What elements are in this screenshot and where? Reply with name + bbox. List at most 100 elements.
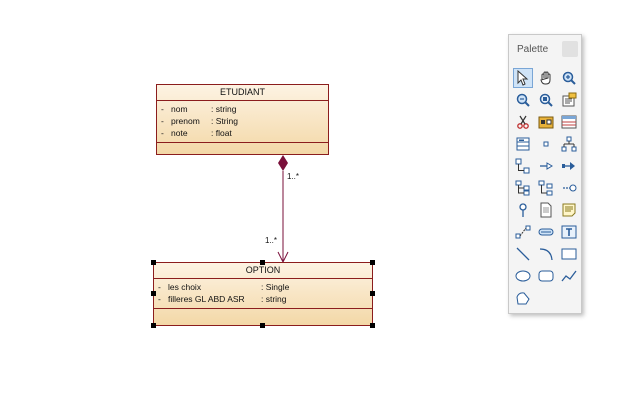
small-box-tool[interactable] <box>536 134 556 154</box>
hierarchy-icon <box>561 136 577 152</box>
hand-pan-icon <box>540 71 551 85</box>
properties-tool[interactable] <box>559 90 579 110</box>
attribute-compartment: - les choix : Single - filleres GL ABD A… <box>154 279 372 309</box>
dependency-tool[interactable] <box>559 156 579 176</box>
polyline-tool[interactable] <box>559 266 579 286</box>
pointer-tool[interactable] <box>513 68 533 88</box>
attribute-row[interactable]: - prenom : String <box>157 115 328 127</box>
attribute-visibility: - <box>161 104 164 114</box>
package-tool[interactable] <box>536 112 556 132</box>
class-icon <box>516 137 530 151</box>
package-icon <box>538 116 554 129</box>
pin-tool[interactable] <box>513 200 533 220</box>
zoom-in-tool[interactable] <box>559 68 579 88</box>
zoom-search-tool[interactable] <box>536 90 556 110</box>
rounded-bar-icon <box>538 228 554 236</box>
attribute-row[interactable]: - filleres GL ABD ASR : string <box>154 293 372 305</box>
resize-handle-nw[interactable] <box>151 260 156 265</box>
inheritance-icon <box>515 158 530 174</box>
table-icon <box>561 115 577 129</box>
zoom-search-icon <box>539 93 553 107</box>
source-multiplicity: 1..* <box>287 172 300 181</box>
small-box-icon <box>543 141 549 147</box>
resize-handle-e[interactable] <box>370 291 375 296</box>
class-option[interactable]: OPTION - les choix : Single - filleres G… <box>153 262 373 326</box>
line-tool[interactable] <box>513 244 533 264</box>
ellipse-icon <box>515 270 531 282</box>
resize-handle-ne[interactable] <box>370 260 375 265</box>
class-tool[interactable] <box>513 134 533 154</box>
note-icon <box>562 203 576 217</box>
table-tool[interactable] <box>559 112 579 132</box>
attribute-name: filleres GL ABD ASR <box>168 294 245 304</box>
resize-handle-sw[interactable] <box>151 323 156 328</box>
attribute-name: prenom <box>171 116 200 126</box>
realization-tool[interactable] <box>559 178 579 198</box>
ellipse-tool[interactable] <box>513 266 533 286</box>
hierarchy-tool[interactable] <box>559 134 579 154</box>
attribute-row[interactable]: - nom : string <box>157 103 328 115</box>
attribute-name: note <box>171 128 188 138</box>
rectangle-icon <box>561 248 577 260</box>
tree-node-tool[interactable] <box>513 178 533 198</box>
composition-diamond-icon <box>278 155 288 171</box>
attribute-type: : float <box>211 128 232 138</box>
rectangle-tool[interactable] <box>559 244 579 264</box>
dependency-icon <box>562 162 575 170</box>
target-multiplicity: 1..* <box>265 236 278 245</box>
class-etudiant[interactable]: ETUDIANT - nom : string - prenom : Strin… <box>156 84 329 155</box>
file-tool[interactable] <box>536 200 556 220</box>
attribute-visibility: - <box>158 282 161 292</box>
attribute-name: nom <box>171 104 188 114</box>
rounded-bar-tool[interactable] <box>536 222 556 242</box>
attribute-visibility: - <box>158 294 161 304</box>
zoom-out-tool[interactable] <box>513 90 533 110</box>
note-tool[interactable] <box>559 200 579 220</box>
file-icon <box>540 202 552 218</box>
tree-branch-tool[interactable] <box>536 178 556 198</box>
scissors-tool[interactable] <box>513 112 533 132</box>
class-name: ETUDIANT <box>157 85 328 101</box>
rounded-rectangle-tool[interactable] <box>536 266 556 286</box>
attribute-type: : Single <box>261 282 290 292</box>
attribute-type: : String <box>211 116 238 126</box>
tree-node-icon <box>515 180 530 196</box>
hand-pan-tool[interactable] <box>536 68 556 88</box>
pointer-icon <box>517 70 529 86</box>
class-name: OPTION <box>154 263 372 279</box>
freeform-icon <box>516 292 530 305</box>
resize-handle-w[interactable] <box>151 291 156 296</box>
line-icon <box>516 247 530 261</box>
zoom-out-icon <box>516 93 530 107</box>
connector-icon <box>515 225 531 239</box>
palette-close-button[interactable] <box>562 41 578 57</box>
attribute-row[interactable]: - note : float <box>157 127 328 139</box>
inheritance-tool[interactable] <box>513 156 533 176</box>
tree-branch-icon <box>538 180 553 196</box>
resize-handle-s[interactable] <box>260 323 265 328</box>
attribute-compartment: - nom : string - prenom : String - note … <box>157 101 328 143</box>
polyline-icon <box>561 270 577 282</box>
realization-icon <box>563 184 577 192</box>
arc-tool[interactable] <box>536 244 556 264</box>
rounded-rectangle-icon <box>538 270 554 282</box>
tool-palette: Palette <box>508 34 582 314</box>
link-arrow-tool[interactable] <box>536 156 556 176</box>
text-icon <box>561 225 577 239</box>
text-tool[interactable] <box>559 222 579 242</box>
attribute-visibility: - <box>161 128 164 138</box>
attribute-visibility: - <box>161 116 164 126</box>
attribute-type: : string <box>211 104 237 114</box>
properties-icon <box>562 92 577 107</box>
palette-title: Palette <box>517 44 549 55</box>
resize-handle-n[interactable] <box>260 260 265 265</box>
arc-icon <box>539 248 553 261</box>
pin-icon <box>519 203 527 217</box>
resize-handle-se[interactable] <box>370 323 375 328</box>
attribute-name: les choix <box>168 282 202 292</box>
attribute-row[interactable]: - les choix : Single <box>154 281 372 293</box>
link-arrow-icon <box>540 162 553 170</box>
freeform-tool[interactable] <box>513 288 533 308</box>
connector-tool[interactable] <box>513 222 533 242</box>
